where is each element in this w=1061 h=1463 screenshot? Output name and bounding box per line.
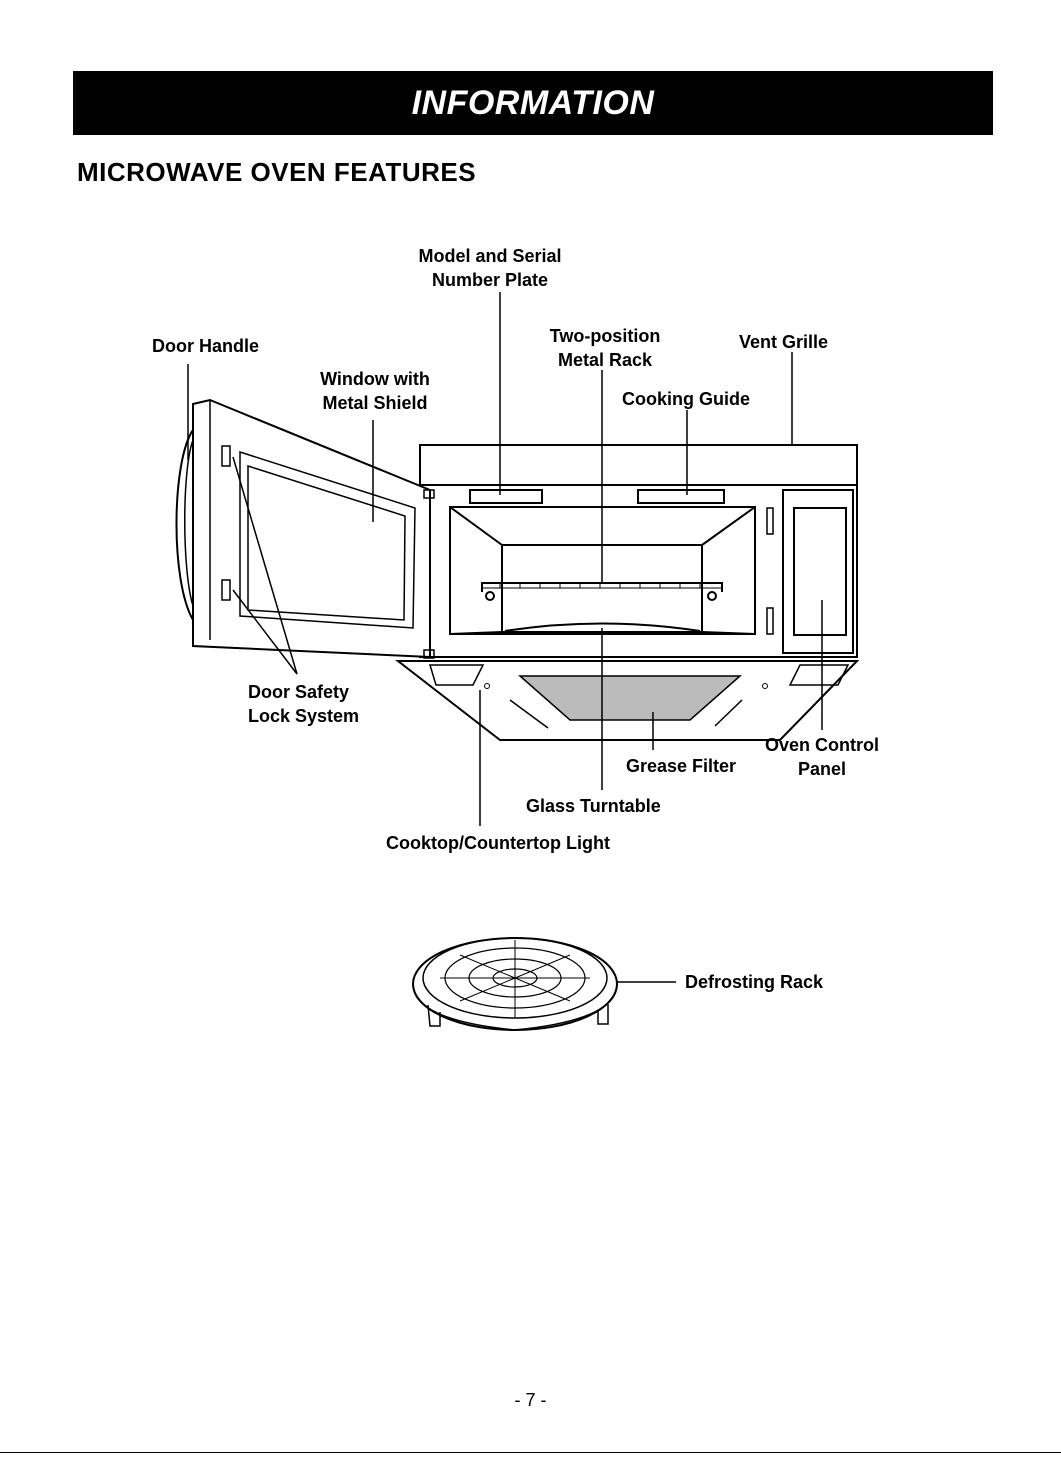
oven-body [420, 485, 857, 657]
oven-top-panel [420, 445, 857, 485]
label-door-safety-line2: Lock System [248, 704, 359, 728]
oven-underside [398, 661, 857, 740]
label-window-line2: Metal Shield [300, 391, 450, 415]
cooking-guide-plate [638, 490, 724, 503]
label-two-position-rack: Two-position Metal Rack [525, 324, 685, 372]
label-cooking-guide: Cooking Guide [622, 387, 750, 411]
label-defrosting-rack: Defrosting Rack [685, 970, 823, 994]
label-oven-control-line1: Oven Control [752, 733, 892, 757]
label-glass-turntable: Glass Turntable [526, 794, 661, 818]
oven-door [176, 400, 434, 658]
label-grease-filter: Grease Filter [626, 754, 736, 778]
defrosting-rack [413, 938, 617, 1030]
label-oven-control-line2: Panel [752, 757, 892, 781]
label-door-handle: Door Handle [152, 334, 259, 358]
metal-rack [482, 583, 722, 600]
label-window-shield: Window with Metal Shield [300, 367, 450, 415]
label-model-serial: Model and Serial Number Plate [400, 244, 580, 292]
label-model-serial-line2: Number Plate [400, 268, 580, 292]
bottom-rule [0, 1452, 1061, 1453]
label-door-safety: Door Safety Lock System [248, 680, 359, 728]
model-serial-plate [470, 490, 542, 503]
label-window-line1: Window with [300, 367, 450, 391]
control-panel-face [794, 508, 846, 635]
label-two-position-line1: Two-position [525, 324, 685, 348]
label-vent-grille: Vent Grille [739, 330, 828, 354]
label-two-position-line2: Metal Rack [525, 348, 685, 372]
label-door-safety-line1: Door Safety [248, 680, 359, 704]
label-model-serial-line1: Model and Serial [400, 244, 580, 268]
page-number: - 7 - [0, 1390, 1061, 1411]
label-oven-control-panel: Oven Control Panel [752, 733, 892, 781]
grease-filter [520, 676, 740, 720]
label-cooktop-light: Cooktop/Countertop Light [386, 831, 610, 855]
